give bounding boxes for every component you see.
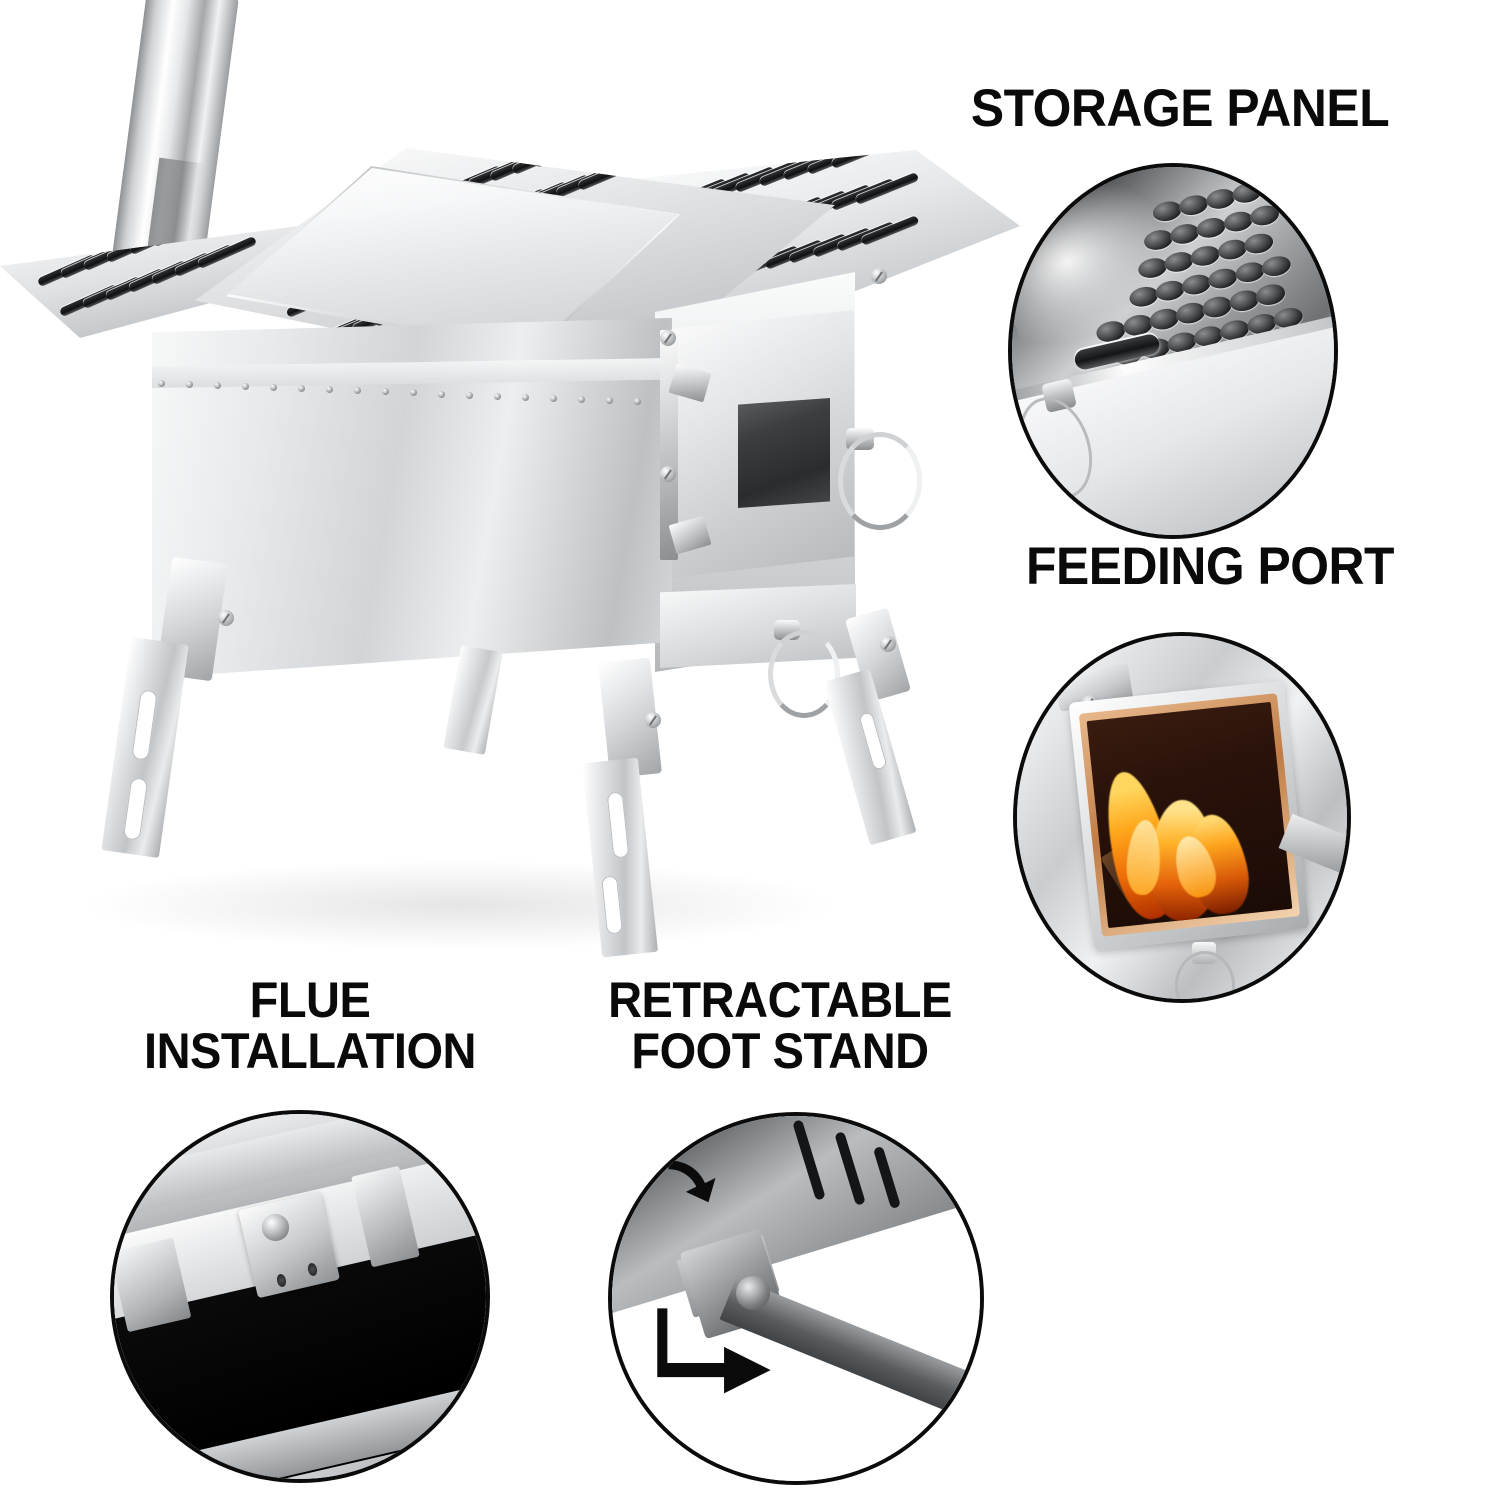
leg-pivot-rivet [735,1276,770,1310]
body-rivet [298,385,305,393]
panel-dimple [1233,259,1266,285]
inset-feeding-port-photo [1017,636,1347,999]
callout-title-storage-panel: STORAGE PANEL [970,79,1390,138]
panel-dimple [1201,293,1234,320]
body-rivet [186,381,193,389]
body-rivet [494,392,501,400]
door-frame [1068,680,1310,951]
leg-pivot-screw-front-right [645,712,661,728]
door-screw-top [660,330,676,346]
panel-dimple [1148,306,1181,332]
inset-feeding-port [1013,632,1351,1003]
body-rivet [270,384,277,392]
shelf-slot-vent [555,148,613,161]
panel-dimple [1189,243,1222,269]
panel-dimple [1142,227,1175,253]
leg-pivot-screw-front-left [218,610,234,626]
inset-retractable-foot-stand [608,1112,984,1485]
body-rivet [214,382,221,390]
callout-title-feeding-port: FEEDING PORT [1025,537,1395,596]
body-rivet [242,383,249,391]
shelf-slot-vent [830,150,896,170]
panel-dimple [1221,208,1255,234]
panel-dimple [1136,255,1169,281]
panel-dimple [1254,281,1287,307]
rivet-row [158,380,668,410]
door-ring-handle [838,432,922,530]
body-rivet [606,396,613,404]
inset-storage-panel [1008,163,1338,539]
panel-dimple [1127,284,1160,310]
inset-flue-installation-photo [114,1114,486,1479]
door-screw-mid [660,466,676,482]
body-rivet [466,391,473,399]
panel-dimple [1180,271,1213,298]
shelf-slot-vent [511,148,569,175]
ground-shadow [80,860,840,950]
body-rivet [578,395,585,403]
retract-direction-arrow-small-icon [668,1160,716,1203]
main-product-image [0,0,1020,960]
panel-dimple [1153,278,1187,304]
hinge-screw-top-right [871,268,887,284]
body-rivet [438,390,445,398]
body-rivet [326,386,333,394]
ash-drawer-ring-handle [768,630,840,718]
retract-direction-arrow-icon [657,1308,771,1394]
panel-dimple [1227,287,1261,313]
panel-dimple [1168,221,1202,247]
inset-flue-installation [110,1110,490,1483]
inset-storage-panel-photo [1012,167,1334,535]
leg-rear-left [443,645,503,755]
leg-pivot-screw-rear-right [880,636,896,652]
door-glass-window [738,398,830,508]
panel-dimple [1206,265,1240,291]
body-rivet [382,388,389,396]
callout-title-retractable-foot-stand: RETRACTABLE FOOT STAND [608,972,952,1079]
shelf-slot-vent [533,148,591,168]
body-rivet [634,397,641,405]
flue-latch-pin [262,1214,289,1241]
panel-dimple [1242,230,1276,256]
body-rivet [158,380,165,387]
panel-dimple [1195,214,1228,241]
inset-foot-stand-photo [612,1116,980,1481]
copper-gasket-frame [1078,693,1300,938]
panel-dimple [1215,236,1249,263]
callout-title-flue-installation: FLUE INSTALLATION [143,972,477,1079]
body-rivet [522,393,529,401]
body-rivet [550,394,557,402]
body-rivet [410,389,417,397]
lower-ring-handle [1175,951,1236,999]
glass-window [1085,702,1292,929]
panel-dimple [1162,249,1196,275]
body-rivet [354,387,361,395]
panel-dimple [1174,300,1208,326]
panel-dimple [1248,202,1281,228]
panel-dimple [1260,253,1293,279]
